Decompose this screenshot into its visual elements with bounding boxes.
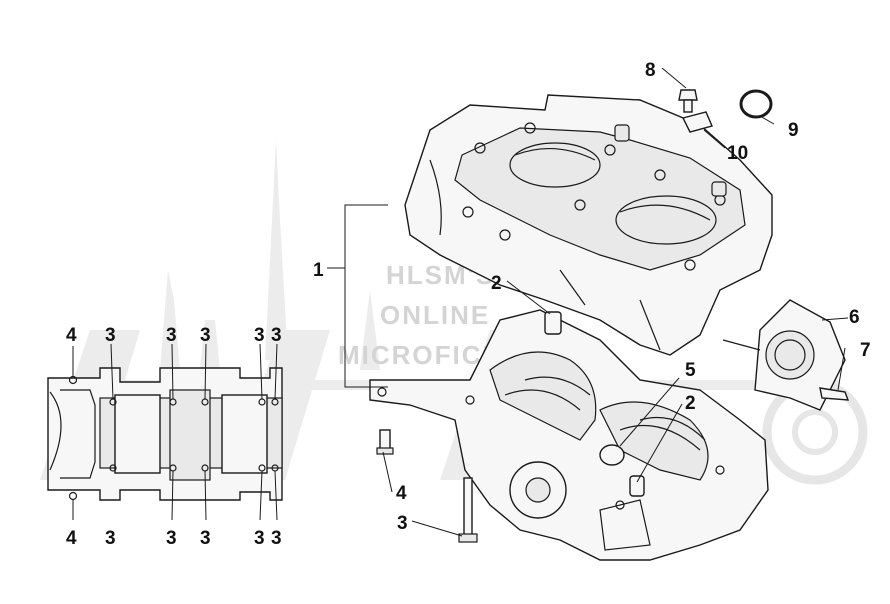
short-bolt [379, 429, 391, 451]
callouts-left: 4 3 3 3 3 3 4 3 3 3 3 3 [66, 325, 282, 549]
callout-left-top-3-a: 3 [105, 325, 116, 346]
long-bolt [463, 477, 473, 537]
crankcase-bottom-view [47, 343, 283, 521]
callout-left-bottom-3-a: 3 [105, 528, 116, 549]
dowel-pin-upper [544, 311, 562, 335]
callout-left-bottom-3-e: 3 [271, 528, 282, 549]
watermark-line-2: ONLINE [380, 300, 490, 330]
leader-lines [327, 67, 849, 537]
callout-left-top-4: 4 [66, 325, 77, 346]
callout-left-bottom-3-b: 3 [166, 528, 177, 549]
bushing [599, 444, 625, 466]
callout-left-top-3-b: 3 [166, 325, 177, 346]
callout-7: 7 [860, 340, 871, 361]
callout-2-upper: 2 [491, 273, 502, 294]
callout-6: 6 [849, 307, 860, 328]
crankcase-upper-half [404, 94, 773, 356]
callout-left-top-3-d: 3 [254, 325, 265, 346]
callout-3-right: 3 [397, 513, 408, 534]
callout-5: 5 [685, 360, 696, 381]
callout-8: 8 [645, 60, 656, 81]
callout-left-top-3-c: 3 [200, 325, 211, 346]
callout-left-bottom-4: 4 [66, 528, 77, 549]
callout-10: 10 [727, 143, 748, 164]
callouts-right: 1 2 2 5 6 7 8 9 10 4 3 [313, 60, 871, 534]
dowel-pin-lower [629, 475, 645, 497]
snap-ring [739, 89, 773, 119]
callout-left-top-3-e: 3 [271, 325, 282, 346]
small-parts [376, 89, 850, 543]
callout-left-bottom-3-c: 3 [200, 528, 211, 549]
callout-2-lower: 2 [685, 393, 696, 414]
callout-1: 1 [313, 260, 324, 281]
callout-9: 9 [788, 120, 799, 141]
bracket [681, 111, 713, 133]
callout-4-right: 4 [396, 483, 407, 504]
screw [819, 387, 850, 401]
bolt [678, 89, 698, 101]
crankcase-lower-half [369, 309, 769, 561]
callout-left-bottom-3-d: 3 [254, 528, 265, 549]
